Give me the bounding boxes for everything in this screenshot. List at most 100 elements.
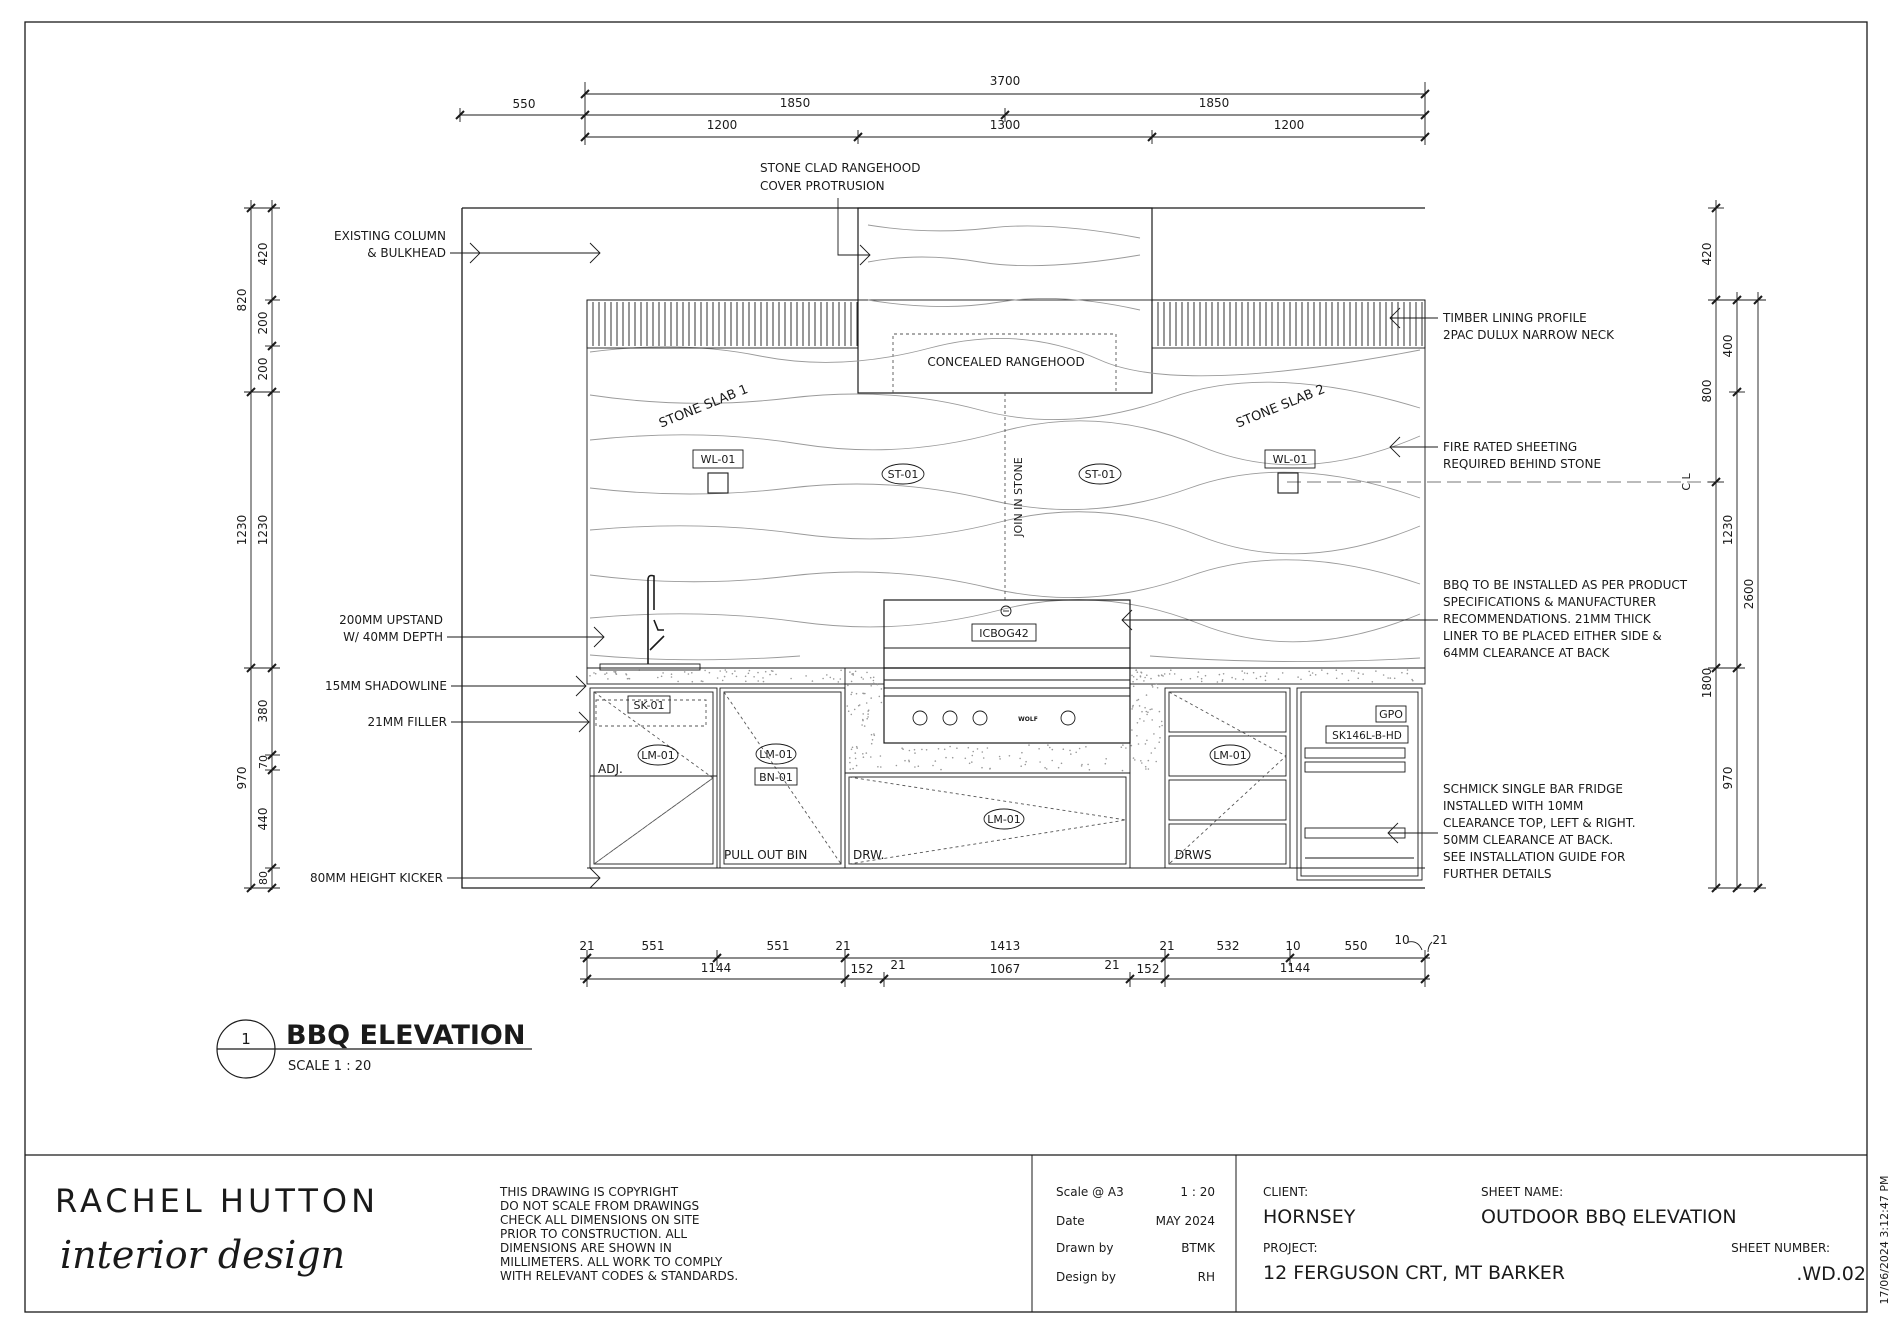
stone-speck <box>1081 763 1083 766</box>
stone-speck <box>862 753 864 755</box>
callout-bbq-4: LINER TO BE PLACED EITHER SIDE & <box>1443 629 1662 643</box>
wall-light-left <box>707 472 729 494</box>
stone-speck <box>1139 676 1142 678</box>
stone-speck <box>1375 670 1377 672</box>
wall-light-right <box>1277 472 1299 494</box>
stone-speck <box>871 739 874 741</box>
stone-speck <box>724 669 727 671</box>
stone-speck <box>589 675 591 677</box>
callout-bulkhead: & BULKHEAD <box>367 246 446 260</box>
pull-out-bin-label: PULL OUT BIN <box>724 848 807 862</box>
project-value: 12 FERGUSON CRT, MT BARKER <box>1263 1262 1565 1284</box>
stone-speck <box>1137 698 1140 701</box>
stone-speck <box>1146 713 1148 716</box>
elevation-body <box>461 207 1715 889</box>
stone-speck <box>895 764 898 767</box>
stone-speck <box>1136 678 1138 681</box>
stone-speck <box>1243 672 1246 674</box>
stone-speck <box>904 759 906 762</box>
dim-1850-a: 1850 <box>780 96 811 110</box>
top-dimensions: 3700 550 1850 1850 1200 1300 1200 <box>455 74 1430 145</box>
stone-speck <box>735 675 738 678</box>
stone-speck <box>870 756 872 758</box>
stone-speck <box>1137 743 1140 745</box>
callout-fridge-3: CLEARANCE TOP, LEFT & RIGHT. <box>1443 816 1636 830</box>
stone-speck <box>1024 763 1027 766</box>
stone-speck <box>1145 768 1147 770</box>
note-line-4: PRIOR TO CONSTRUCTION. ALL <box>500 1227 687 1241</box>
brand-script: interior design <box>60 1233 345 1277</box>
dim-bottom-21-f: 21 <box>1104 958 1119 972</box>
stone-speck <box>1242 678 1244 681</box>
stone-speck <box>691 672 693 674</box>
stone-speck <box>1045 768 1048 770</box>
brand-name: RACHEL HUTTON <box>55 1182 379 1220</box>
dim-left-440: 440 <box>256 808 270 831</box>
stone-speck <box>1069 749 1071 752</box>
bar-fridge <box>1296 687 1423 881</box>
stone-speck <box>811 680 814 682</box>
concealed-rangehood-label: CONCEALED RANGEHOOD <box>927 355 1084 369</box>
bn-tag: BN-01 <box>759 771 793 784</box>
stone-speck <box>1347 679 1350 682</box>
stone-speck <box>1158 710 1161 713</box>
stone-speck <box>1149 708 1151 711</box>
dim-bottom-1144-a: 1144 <box>701 961 732 975</box>
stone-speck <box>1140 672 1143 674</box>
dim-bottom-21-e: 21 <box>890 958 905 972</box>
stone-speck <box>1141 762 1143 764</box>
stone-speck <box>605 672 608 674</box>
callout-upstand-depth: W/ 40MM DEPTH <box>343 630 443 644</box>
dim-1200-a: 1200 <box>707 118 738 132</box>
dim-left-420: 420 <box>256 243 270 266</box>
stone-speck <box>849 768 851 770</box>
stone-speck <box>876 683 879 686</box>
stone-speck <box>790 677 792 680</box>
stone-speck <box>1156 687 1159 689</box>
stone-speck <box>856 747 858 749</box>
dim-left-380: 380 <box>256 700 270 723</box>
stone-speck <box>851 691 853 694</box>
stone-speck <box>829 676 832 679</box>
dim-left-970: 970 <box>235 767 249 790</box>
centreline-mark: C L <box>1680 472 1693 490</box>
stone-speck <box>850 713 853 716</box>
callout-existing-column: EXISTING COLUMN <box>334 229 446 243</box>
timber-lining-left <box>592 302 858 346</box>
stone-speck <box>1122 744 1124 746</box>
stone-speck <box>932 764 934 767</box>
stone-speck <box>914 766 916 768</box>
stone-speck <box>1161 674 1163 677</box>
dim-bottom-10-b: 10 <box>1394 933 1409 947</box>
stone-speck <box>971 761 973 763</box>
drawing-info: Scale @ A3 1 : 20 Date MAY 2024 Drawn by… <box>1056 1185 1216 1284</box>
stone-speck <box>1266 672 1268 674</box>
stone-speck <box>849 671 851 673</box>
adj-label: ADJ. <box>598 762 623 776</box>
drawn-label: Drawn by <box>1056 1241 1113 1255</box>
stone-speck <box>1019 757 1021 760</box>
stone-speck <box>862 756 865 758</box>
callout-timber-2: 2PAC DULUX NARROW NECK <box>1443 328 1615 342</box>
drawn-value: BTMK <box>1181 1241 1216 1255</box>
stone-speck <box>1326 672 1329 675</box>
stone-speck <box>839 678 842 680</box>
stone-speck <box>863 725 866 727</box>
callout-kicker: 80MM HEIGHT KICKER <box>310 871 443 885</box>
stone-speck <box>1264 675 1267 677</box>
stone-speck <box>877 766 879 768</box>
stone-speck <box>662 672 664 674</box>
stone-speck <box>850 693 852 696</box>
stone-speck <box>731 672 734 675</box>
stone-speck <box>1154 747 1156 749</box>
stone-speck <box>873 734 876 737</box>
stone-speck <box>615 673 618 675</box>
stone-speck <box>986 747 989 749</box>
dim-1850-b: 1850 <box>1199 96 1230 110</box>
stone-speck <box>1297 676 1299 678</box>
stone-speck <box>677 680 679 683</box>
drw-label: DRW. <box>853 848 884 862</box>
stone-speck <box>1139 718 1141 720</box>
stone-speck <box>1144 765 1147 768</box>
stone-speck <box>1104 762 1107 765</box>
